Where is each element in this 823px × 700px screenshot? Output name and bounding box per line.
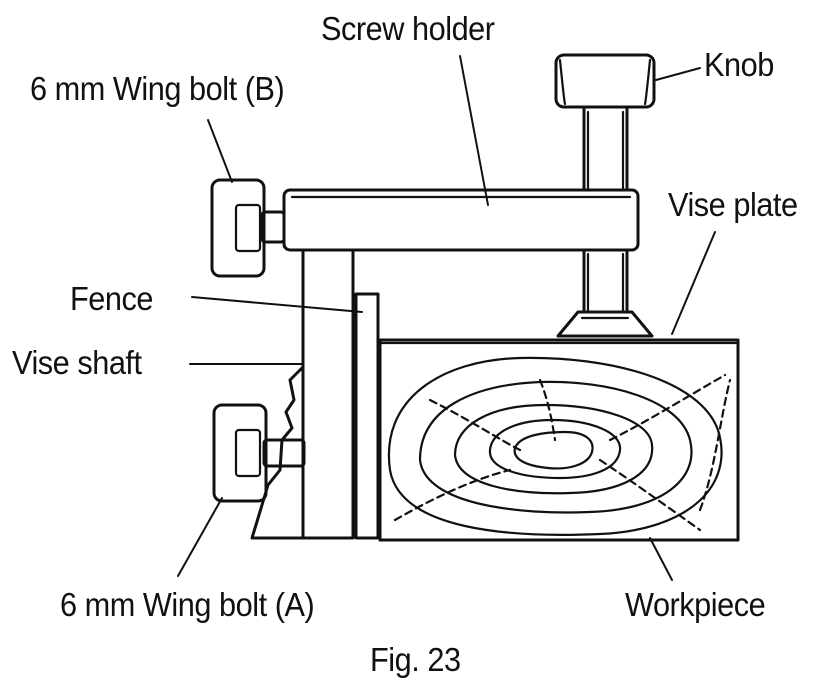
leader-wing-bolt-a [177,497,223,577]
vise-shaft-part [301,248,355,540]
figure-caption: Fig. 23 [370,641,461,678]
leader-wing-bolt-b [207,119,233,183]
knob-part [554,53,656,109]
label-vise-plate: Vise plate [668,186,798,223]
workpiece-part [378,338,740,542]
leader-screw-holder [459,55,489,206]
vise-base-part [250,366,305,540]
leader-vise-plate [671,231,716,335]
vise-screw [582,105,629,314]
label-knob: Knob [704,46,774,83]
vise-plate-part [556,310,654,338]
label-fence: Fence [70,280,153,317]
wing-bolt-a-part [212,403,306,503]
label-workpiece: Workpiece [625,586,766,623]
leader-workpiece [649,537,673,581]
wing-bolt-b-part [210,178,286,278]
label-wing-bolt-a: 6 mm Wing bolt (A) [60,586,315,623]
label-screw-holder: Screw holder [321,10,495,47]
fence-part [354,292,380,540]
screw-holder-part [282,188,640,252]
label-vise-shaft: Vise shaft [12,344,142,381]
leader-knob [655,67,701,81]
label-wing-bolt-b: 6 mm Wing bolt (B) [30,70,285,107]
leader-fence [191,296,363,313]
leader-lines [177,55,716,581]
